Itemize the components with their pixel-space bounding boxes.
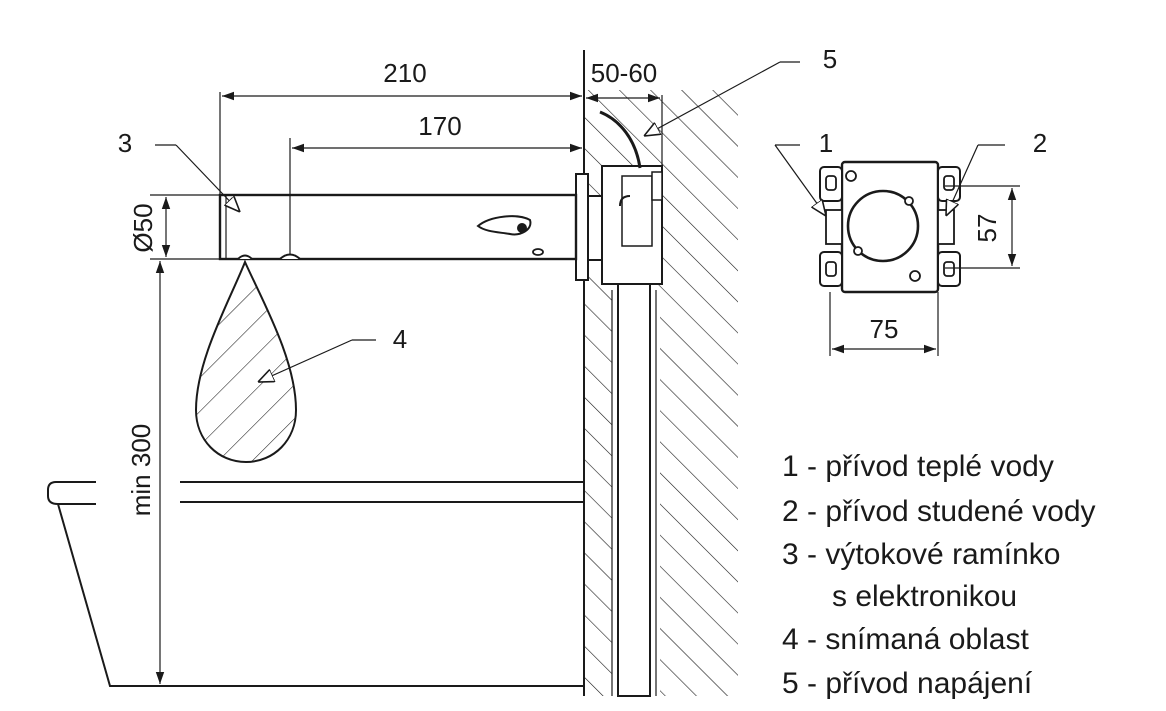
flush-box-front: [819, 160, 961, 294]
dimension-sensor-distance: 170: [289, 111, 582, 255]
legend-item-3: 3 - výtokové ramínko: [782, 538, 1060, 571]
label-75: 75: [870, 314, 899, 344]
label-210: 210: [383, 58, 426, 88]
legend-item-2: 2 - přívod studené vody: [782, 495, 1096, 528]
spout-outlet: [237, 254, 253, 260]
callout-1: 1: [774, 128, 833, 216]
sensed-area: [194, 259, 298, 464]
legend-item-1: 1 - přívod teplé vody: [782, 450, 1054, 483]
washbasin: [47, 481, 585, 687]
power-cable: [599, 110, 642, 169]
label-57: 57: [972, 214, 1002, 243]
dimension-box-width: 75: [829, 292, 939, 356]
legend-item-4: 4 - snímaná oblast: [782, 623, 1029, 656]
flush-box-side: [575, 165, 663, 285]
callout-3: 3: [118, 128, 240, 212]
legend-item-3-cont: s elektronikou: [832, 580, 1017, 613]
callout-4: 4: [258, 324, 407, 382]
callout-label-2: 2: [1033, 128, 1047, 158]
callout-label-5: 5: [823, 44, 837, 74]
callout-label-1: 1: [819, 128, 833, 158]
dimension-wall-thickness: 50-60: [586, 58, 660, 103]
label-diameter: Ø50: [128, 203, 158, 252]
legend-item-5: 5 - přívod napájení: [782, 667, 1033, 700]
label-min-300: min 300: [126, 424, 156, 517]
spout-led: [517, 223, 527, 233]
callout-label-3: 3: [118, 128, 132, 158]
dimension-box-height: 57: [945, 185, 1020, 269]
spout-screw: [532, 248, 544, 256]
spout-arm: [218, 193, 578, 261]
dimension-min-height: min 300: [126, 261, 220, 687]
label-170: 170: [418, 111, 461, 141]
callout-label-4: 4: [393, 324, 407, 354]
label-50-60: 50-60: [591, 58, 658, 88]
wall: [583, 50, 738, 700]
callout-5: 5: [644, 44, 837, 136]
callout-2: 2: [946, 128, 1047, 216]
dimension-spout-length: 210: [219, 58, 582, 195]
legend: 1 - přívod teplé vody 2 - přívod studené…: [782, 450, 1096, 700]
dimension-spout-diameter: Ø50: [128, 194, 220, 260]
